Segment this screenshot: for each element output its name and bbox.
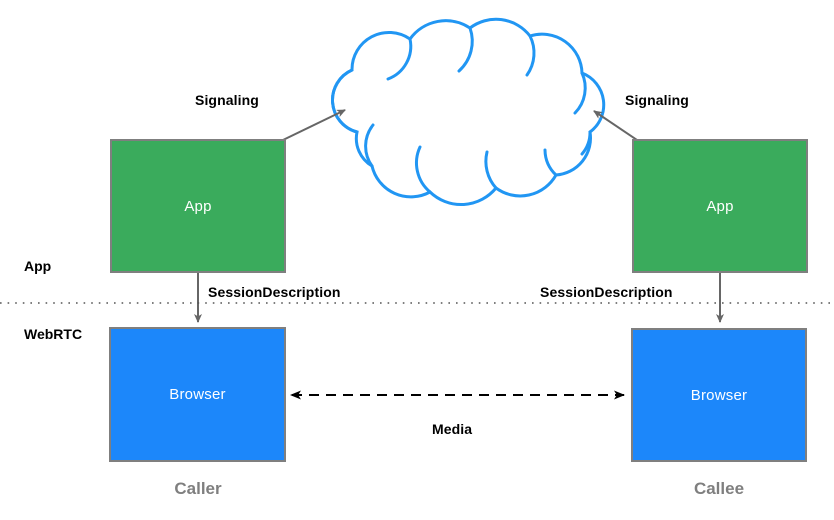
signaling-arrow-right bbox=[593, 110, 638, 141]
webrtc-layer-label: WebRTC bbox=[24, 326, 83, 342]
callee-app-box[interactable]: App bbox=[632, 139, 808, 273]
cloud-icon bbox=[331, 17, 606, 206]
callee-app-label: App bbox=[706, 197, 734, 215]
callee-role-label: Callee bbox=[693, 479, 745, 498]
caller-browser-box[interactable]: Browser bbox=[109, 327, 286, 462]
signaling-label-right: Signaling bbox=[625, 92, 689, 108]
caller-browser-label: Browser bbox=[169, 386, 226, 403]
session-description-label-right: SessionDescription bbox=[540, 284, 673, 300]
media-label: Media bbox=[432, 421, 473, 437]
caller-role-label: Caller bbox=[174, 479, 222, 498]
session-description-label-left: SessionDescription bbox=[208, 284, 341, 300]
signaling-label-left: Signaling bbox=[195, 92, 259, 108]
callee-browser-label: Browser bbox=[690, 386, 748, 404]
caller-app-box[interactable]: App bbox=[110, 139, 286, 273]
signaling-arrow-left bbox=[282, 109, 346, 141]
caller-app-label: App bbox=[184, 197, 212, 215]
callee-browser-box[interactable]: Browser bbox=[631, 328, 807, 462]
app-layer-label: App bbox=[24, 258, 52, 274]
